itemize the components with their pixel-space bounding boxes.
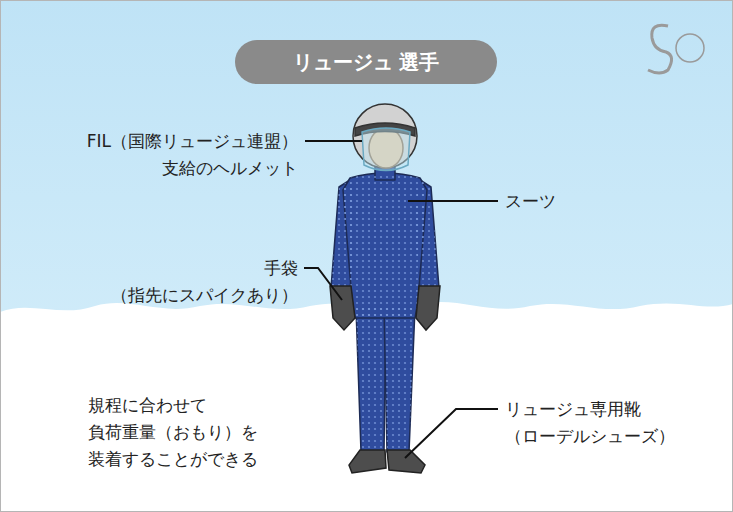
gloves-boots — [330, 286, 440, 473]
weight-note: 規程に合わせて 負荷重量（おもり）を 装着することができる — [88, 392, 258, 473]
snow — [0, 302, 733, 512]
title: リュージュ 選手 — [293, 49, 440, 76]
leader-lines — [304, 141, 498, 458]
logo-mark — [648, 25, 704, 73]
helmet-label: FIL（国際リュージュ連盟） 支給のヘルメット — [87, 128, 298, 182]
luger-figure — [331, 162, 439, 452]
helmet — [353, 104, 417, 171]
suit-label: スーツ — [505, 188, 556, 215]
suit-dots — [331, 173, 439, 452]
boot-label: リュージュ専用靴 （ローデルシューズ） — [505, 396, 675, 450]
glove-label: 手袋 （指先にスパイクあり） — [111, 255, 298, 309]
title-pill: リュージュ 選手 — [235, 40, 497, 84]
